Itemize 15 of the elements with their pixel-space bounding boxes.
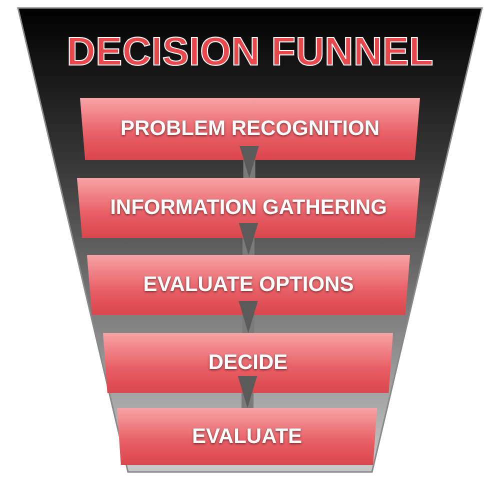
stage-box	[87, 255, 410, 315]
arrow	[238, 376, 258, 408]
funnel-title: DECISION FUNNEL	[66, 30, 434, 75]
stage-label: INFORMATION GATHERING	[110, 196, 387, 220]
stage-label: DECIDE	[208, 351, 288, 375]
arrow	[238, 223, 258, 255]
stage-label: EVALUATE	[192, 424, 302, 448]
stage-label: EVALUATE OPTIONS	[143, 273, 354, 297]
stage-label: PROBLEM RECOGNITION	[120, 117, 380, 141]
arrow	[240, 146, 259, 178]
stage-box	[80, 98, 420, 160]
stage-box	[103, 333, 393, 393]
stage-box	[117, 408, 377, 465]
arrow	[238, 301, 258, 333]
stage-box	[77, 178, 420, 238]
